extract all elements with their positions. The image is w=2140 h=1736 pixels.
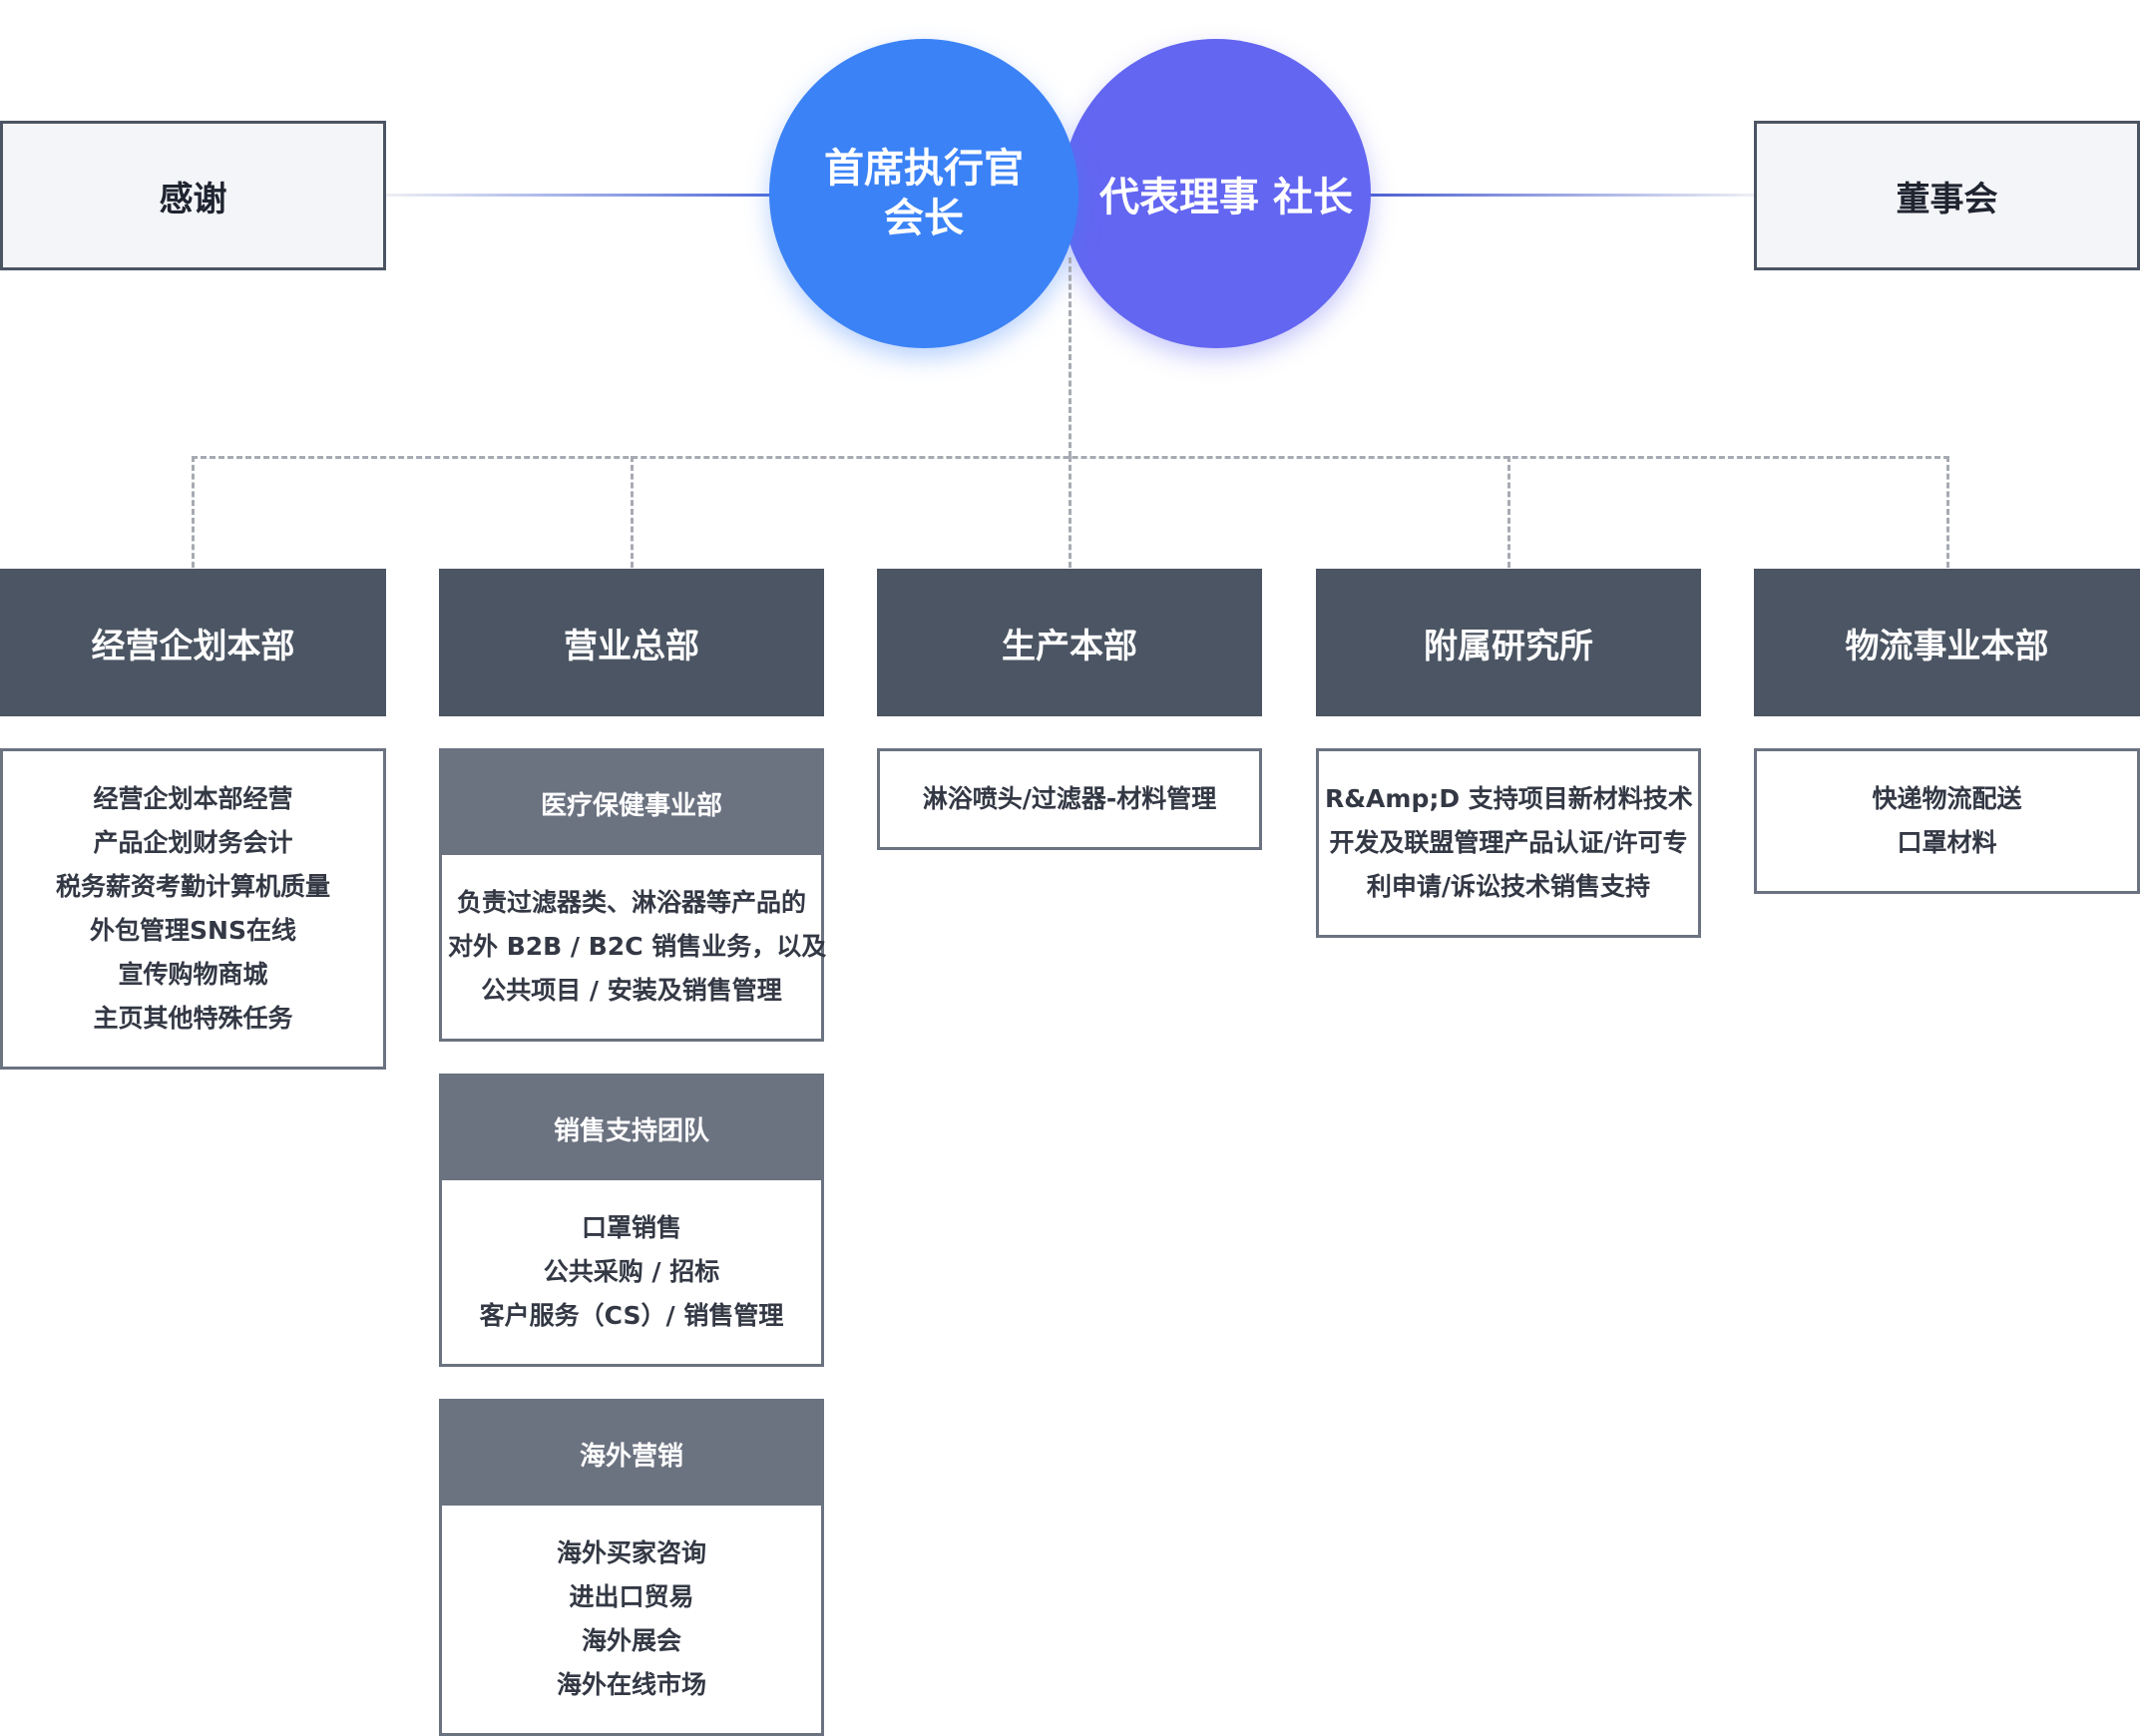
- dept-units: 医疗保健事业部 负责过滤器类、淋浴器等产品的 对外 B2B / B2C 销售业务…: [439, 748, 827, 1736]
- duty-line: 海外买家咨询: [556, 1538, 706, 1567]
- duty-line: 海外在线市场: [556, 1670, 706, 1699]
- unit-duties: 口罩销售 公共采购 / 招标 客户服务（CS）/ 销售管理: [442, 1180, 821, 1364]
- dept-duties: 淋浴喷头/过滤器-材料管理: [877, 748, 1262, 850]
- ceo-subtitle: 会长: [884, 196, 964, 241]
- branch-drop-3: [1069, 456, 1071, 568]
- ceo-circle: 首席执行官 会长: [769, 39, 1078, 348]
- left-connector-line: [385, 194, 784, 197]
- duty-line: 公共采购 / 招标: [543, 1257, 720, 1286]
- dept-sales: 营业总部 医疗保健事业部 负责过滤器类、淋浴器等产品的 对外 B2B / B2C…: [439, 569, 827, 1736]
- unit-header: 海外营销: [442, 1402, 821, 1506]
- president-label: 代表理事 社长: [1099, 175, 1353, 220]
- dept-header: 物流事业本部: [1754, 569, 2140, 716]
- dept-header: 生产本部: [877, 569, 1262, 716]
- branch-drop-2: [631, 456, 634, 568]
- duty-line: 外包管理SNS在线: [90, 916, 296, 945]
- unit-sales-support: 销售支持团队 口罩销售 公共采购 / 招标 客户服务（CS）/ 销售管理: [439, 1074, 824, 1367]
- duty-line: 进出口贸易: [569, 1582, 694, 1611]
- dept-title: 生产本部: [1002, 626, 1137, 666]
- duty-line: 宣传购物商城: [118, 960, 268, 989]
- duty-line: 淋浴喷头/过滤器-材料管理: [922, 784, 1217, 813]
- duty-line: 海外展会: [581, 1626, 681, 1655]
- dept-duties: 经营企划本部经营 产品企划财务会计 税务薪资考勤计算机质量 外包管理SNS在线 …: [0, 748, 386, 1070]
- trunk-connector: [1069, 257, 1071, 457]
- dept-header: 营业总部: [439, 569, 824, 716]
- branch-drop-1: [192, 456, 195, 568]
- dept-title: 经营企划本部: [91, 626, 295, 666]
- duty-line: 利申请/诉讼技术销售支持: [1366, 872, 1651, 901]
- duty-line: 经营企划本部经营: [93, 784, 293, 813]
- dept-title: 营业总部: [564, 626, 699, 666]
- thanks-label: 感谢: [159, 179, 227, 219]
- duty-line: R&Amp;D 支持项目新材料技术: [1325, 784, 1693, 813]
- dept-planning: 经营企划本部 经营企划本部经营 产品企划财务会计 税务薪资考勤计算机质量 外包管…: [0, 569, 386, 1070]
- board-label: 董事会: [1896, 179, 1998, 219]
- unit-title: 医疗保健事业部: [540, 790, 722, 821]
- unit-duties: 负责过滤器类、淋浴器等产品的 对外 B2B / B2C 销售业务，以及 公共项目…: [442, 855, 827, 1039]
- duty-line: 公共项目 / 安装及销售管理: [481, 976, 782, 1005]
- board-box: 董事会: [1754, 121, 2140, 270]
- dept-production: 生产本部 淋浴喷头/过滤器-材料管理: [877, 569, 1262, 850]
- duty-line: 口罩销售: [581, 1213, 681, 1242]
- president-circle: 代表理事 社长: [1062, 39, 1371, 348]
- unit-title: 海外营销: [579, 1441, 683, 1472]
- dept-duties: R&Amp;D 支持项目新材料技术 开发及联盟管理产品认证/许可专 利申请/诉讼…: [1316, 748, 1701, 938]
- duty-line: 口罩材料: [1897, 828, 1997, 857]
- unit-title: 销售支持团队: [553, 1115, 709, 1146]
- duty-line: 快递物流配送: [1872, 784, 2022, 813]
- dept-header: 经营企划本部: [0, 569, 386, 716]
- unit-header: 医疗保健事业部: [442, 751, 821, 855]
- thanks-box: 感谢: [0, 121, 386, 270]
- duty-line: 开发及联盟管理产品认证/许可专: [1329, 828, 1688, 857]
- unit-healthcare: 医疗保健事业部 负责过滤器类、淋浴器等产品的 对外 B2B / B2C 销售业务…: [439, 748, 827, 1042]
- dept-title: 附属研究所: [1424, 626, 1593, 666]
- ceo-title: 首席执行官: [824, 146, 1024, 192]
- right-connector-line: [1367, 194, 1756, 197]
- unit-overseas: 海外营销 海外买家咨询 进出口贸易 海外展会 海外在线市场: [439, 1399, 824, 1736]
- duty-line: 主页其他特殊任务: [93, 1004, 293, 1033]
- duty-line: 产品企划财务会计: [93, 828, 293, 857]
- dept-research: 附属研究所 R&Amp;D 支持项目新材料技术 开发及联盟管理产品认证/许可专 …: [1316, 569, 1701, 938]
- branch-drop-4: [1507, 456, 1510, 568]
- branch-drop-5: [1946, 456, 1949, 568]
- duty-line: 负责过滤器类、淋浴器等产品的: [456, 888, 806, 917]
- duty-line: 对外 B2B / B2C 销售业务，以及: [448, 932, 827, 961]
- dept-title: 物流事业本部: [1845, 626, 2049, 666]
- duty-line: 客户服务（CS）/ 销售管理: [479, 1301, 784, 1330]
- unit-header: 销售支持团队: [442, 1077, 821, 1180]
- duty-line: 税务薪资考勤计算机质量: [55, 872, 330, 901]
- dept-logistics: 物流事业本部 快递物流配送 口罩材料: [1754, 569, 2140, 894]
- dept-header: 附属研究所: [1316, 569, 1701, 716]
- dept-duties: 快递物流配送 口罩材料: [1754, 748, 2140, 894]
- unit-duties: 海外买家咨询 进出口贸易 海外展会 海外在线市场: [442, 1506, 821, 1733]
